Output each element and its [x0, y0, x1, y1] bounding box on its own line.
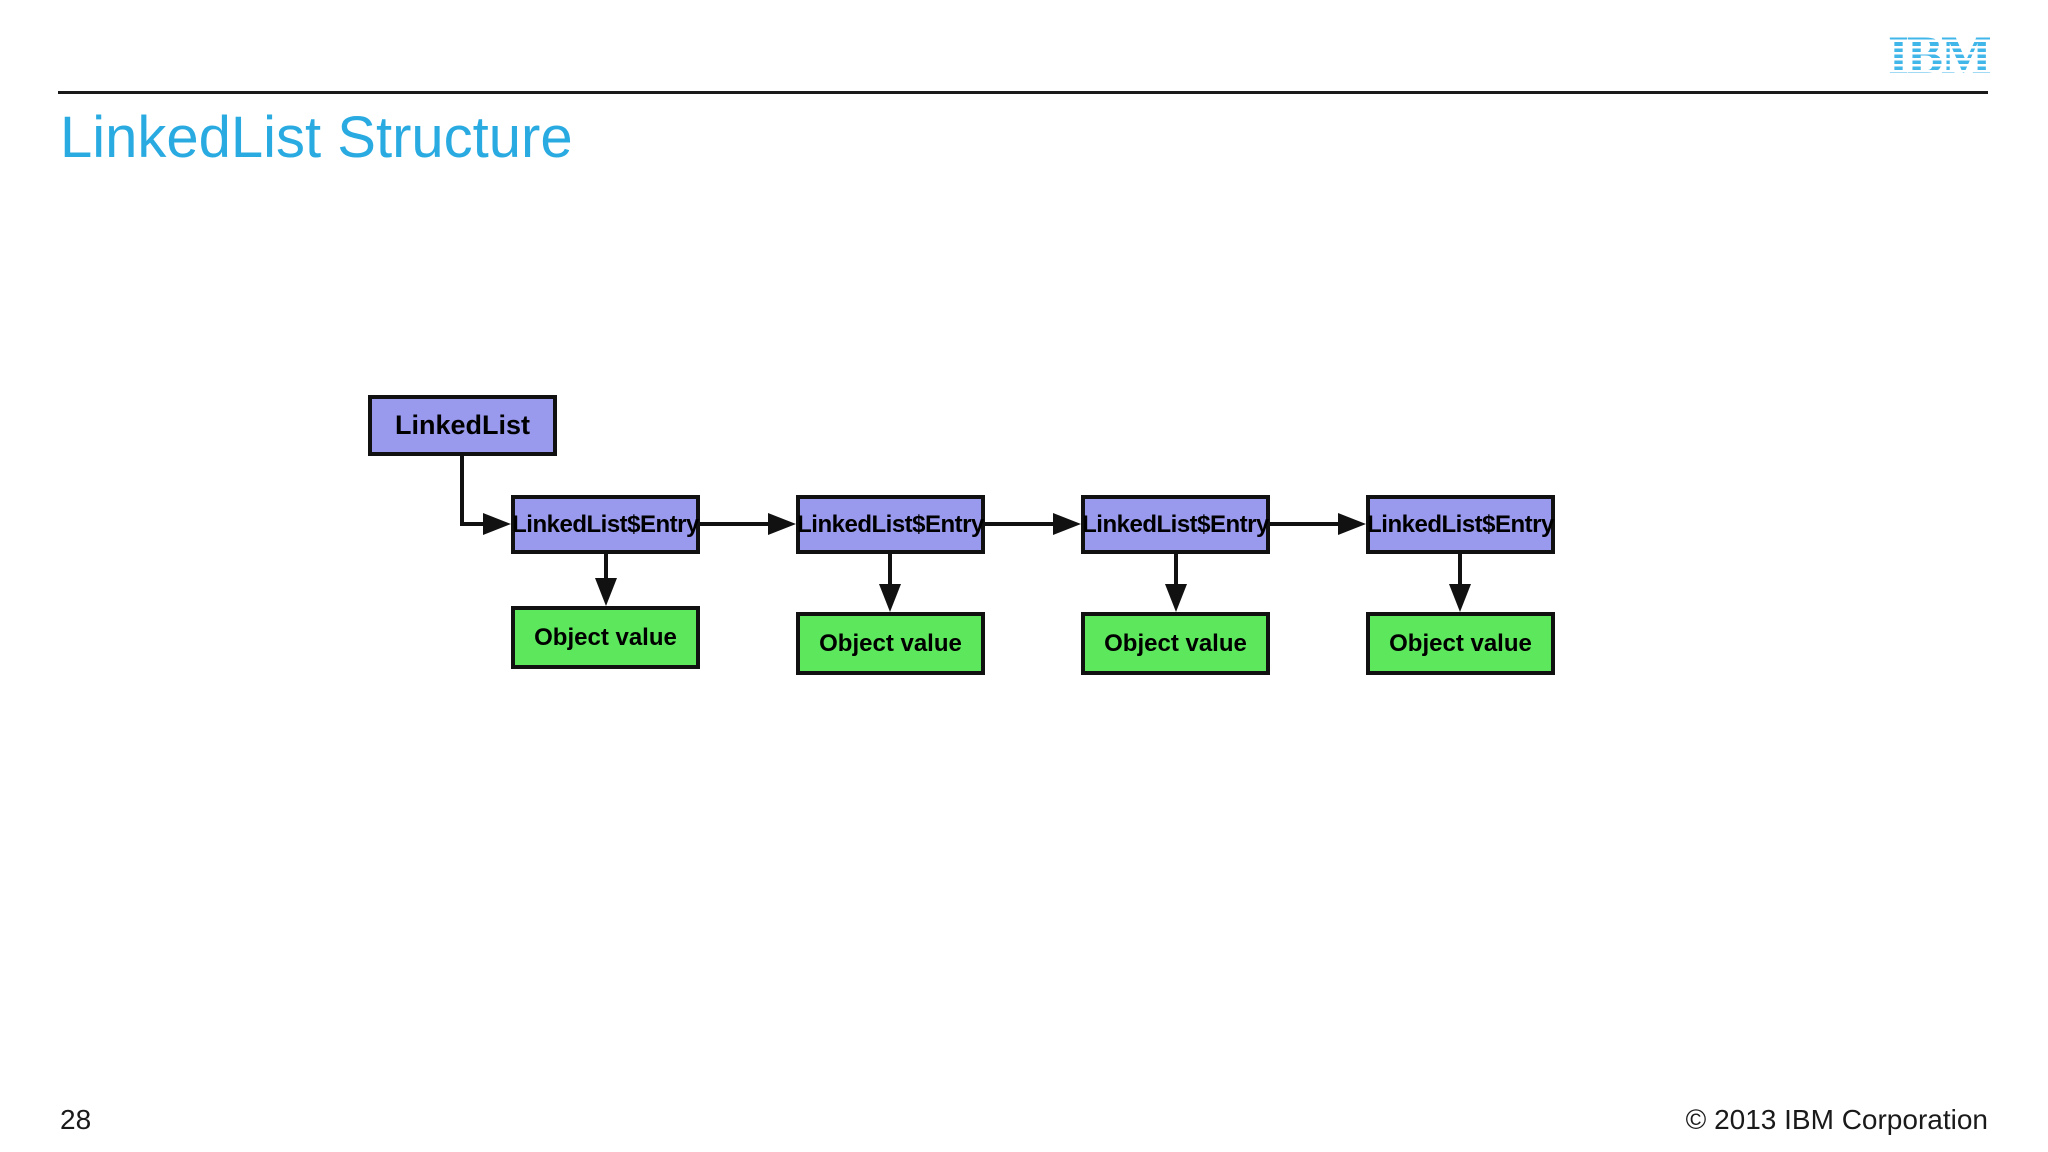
header-rule — [58, 91, 1988, 94]
node-entry-1: LinkedList$Entry — [511, 495, 700, 554]
node-entry-3: LinkedList$Entry — [1081, 495, 1270, 554]
arrowhead-entry3-to-entry4 — [1338, 513, 1366, 535]
copyright: © 2013 IBM Corporation — [1685, 1104, 1988, 1135]
page-title: LinkedList Structure — [60, 105, 573, 170]
arrow-root-to-entry1 — [460, 456, 485, 526]
node-linkedlist: LinkedList — [368, 395, 557, 456]
arrowhead-entry3-to-value3 — [1165, 584, 1187, 612]
page-number: 28 — [60, 1104, 92, 1135]
node-entry-4: LinkedList$Entry — [1366, 495, 1555, 554]
arrowhead-entry1-to-entry2 — [768, 513, 796, 535]
node-value-4: Object value — [1366, 612, 1555, 675]
arrowhead-entry2-to-entry3 — [1053, 513, 1081, 535]
node-entry-2: LinkedList$Entry — [796, 495, 985, 554]
node-value-2: Object value — [796, 612, 985, 675]
arrowhead-entry4-to-value4 — [1449, 584, 1471, 612]
node-value-1: Object value — [511, 606, 700, 669]
node-value-3: Object value — [1081, 612, 1270, 675]
ibm-logo: IBM — [1848, 28, 1992, 82]
arrowhead-entry1-to-value1 — [595, 578, 617, 606]
arrowhead-entry2-to-value2 — [879, 584, 901, 612]
arrowhead-root-to-entry1 — [483, 513, 511, 535]
